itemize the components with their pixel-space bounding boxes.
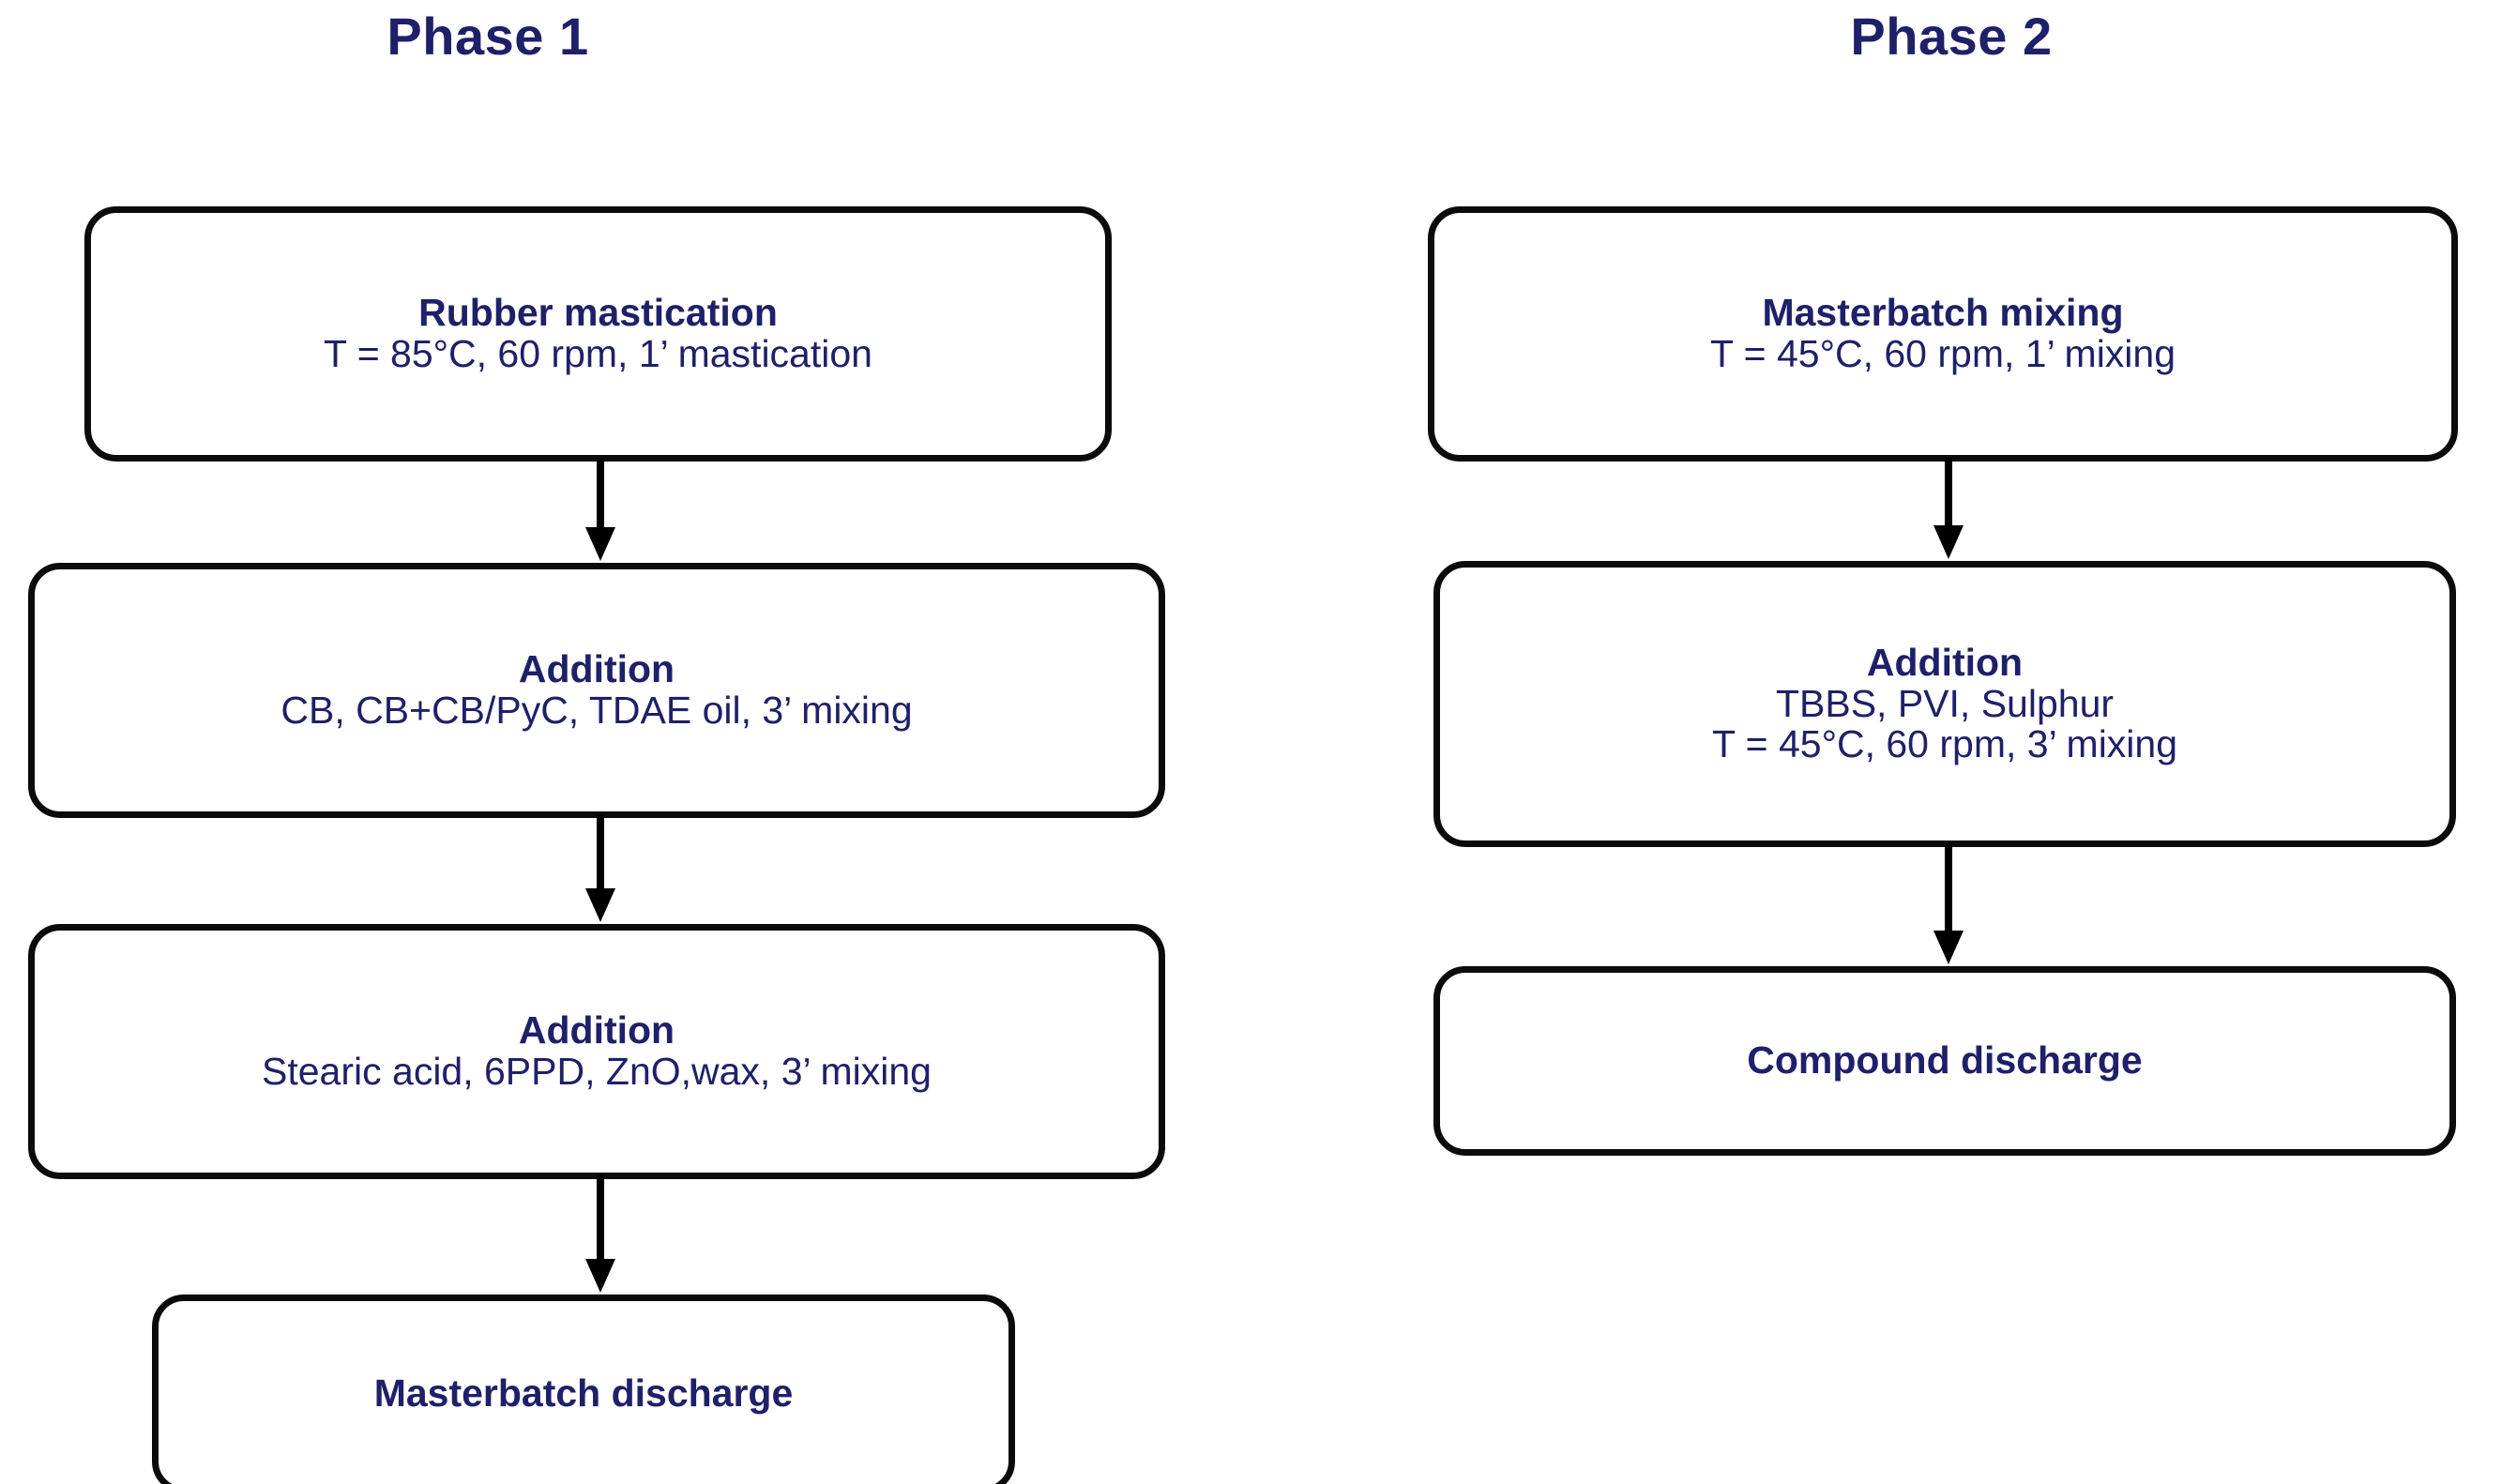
flow-box-masterbatch-mixing[interactable]: Masterbatch mixing T = 45°C, 60 rpm, 1’ …: [1428, 206, 2458, 462]
box-detail-line: T = 45°C, 60 rpm, 1’ mixing: [1709, 332, 2176, 375]
box-heading: Masterbatch discharge: [373, 1371, 794, 1416]
arrow-down-icon-mixing-to-addition: [1928, 458, 1969, 561]
flow-box-addition-activators[interactable]: Addition Stearic acid, 6PPD, ZnO,wax, 3’…: [28, 924, 1165, 1179]
box-detail-line: T = 45°C, 60 rpm, 3’ mixing: [1711, 722, 2178, 766]
box-heading: Addition: [518, 647, 675, 691]
box-heading: Addition: [518, 1008, 675, 1052]
arrow-down-icon-addition-to-addition: [580, 814, 621, 924]
phase-1-title: Phase 1: [387, 7, 589, 66]
arrow-down-icon-addition-to-masterbatch-discharge: [580, 1175, 621, 1295]
box-detail-line: T = 85°C, 60 rpm, 1’ mastication: [324, 332, 872, 375]
box-detail-line: Stearic acid, 6PPD, ZnO,wax, 3’ mixing: [262, 1050, 932, 1093]
box-detail-line: CB, CB+CB/PyC, TDAE oil, 3’ mixing: [281, 689, 913, 732]
flow-box-addition-curatives[interactable]: Addition TBBS, PVI, Sulphur T = 45°C, 60…: [1433, 561, 2456, 847]
flow-box-rubber-mastication[interactable]: Rubber mastication T = 85°C, 60 rpm, 1’ …: [84, 206, 1112, 462]
flow-box-masterbatch-discharge[interactable]: Masterbatch discharge: [152, 1295, 1015, 1484]
box-heading: Compound discharge: [1747, 1038, 2143, 1083]
box-heading: Rubber mastication: [418, 291, 778, 335]
box-heading: Masterbatch mixing: [1762, 291, 2124, 335]
phase-2-title: Phase 2: [1850, 7, 2053, 66]
flow-box-compound-discharge[interactable]: Compound discharge: [1433, 966, 2456, 1156]
arrow-down-icon-mastication-to-addition: [580, 458, 621, 563]
box-heading: Addition: [1866, 640, 2024, 684]
flow-box-addition-fillers[interactable]: Addition CB, CB+CB/PyC, TDAE oil, 3’ mix…: [28, 563, 1165, 818]
box-detail-line: TBBS, PVI, Sulphur: [1775, 681, 2115, 725]
arrow-down-icon-addition-to-compound-discharge: [1928, 843, 1969, 966]
